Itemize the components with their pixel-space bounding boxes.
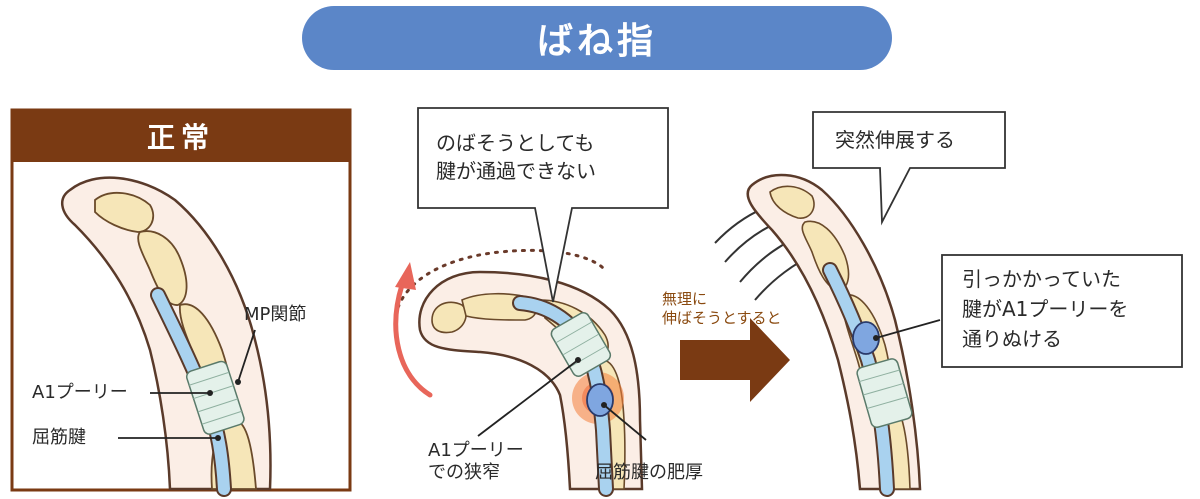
- pass-bubble-line1: 引っかかっていた: [962, 267, 1121, 291]
- a1-narrowing-line1: A1プーリー: [428, 440, 524, 461]
- tendon-thickening-label: 屈筋腱の肥厚: [595, 462, 703, 483]
- progress-arrow: [680, 318, 790, 402]
- released-finger-illustration: [714, 173, 922, 497]
- page-title: ばね指: [536, 21, 657, 62]
- a1-pulley-label: A1プーリー: [32, 382, 128, 403]
- pass-bubble-line3: 通りぬける: [962, 327, 1062, 351]
- pass-through-bubble: [941, 254, 1183, 368]
- a1-narrowing-line2: での狭窄: [428, 462, 500, 483]
- mp-joint-label: MP関節: [244, 304, 307, 325]
- normal-heading-text: 正常: [146, 121, 215, 154]
- title-banner: ばね指: [302, 6, 892, 70]
- stuck-speech-bubble: [417, 107, 669, 303]
- stuck-bubble-line1: のばそうとしても: [436, 131, 595, 155]
- arrow-caption-line2: 伸ばそうとすると: [662, 309, 782, 327]
- normal-finger-illustration: [61, 176, 272, 497]
- flexor-tendon-label: 屈筋腱: [32, 427, 86, 448]
- stuck-bubble-line2: 腱が通過できない: [436, 159, 596, 183]
- normal-panel-heading: 正常: [12, 110, 350, 162]
- arrow-caption-line1: 無理に: [662, 290, 708, 308]
- sudden-extension-bubble: [812, 111, 1006, 226]
- pass-bubble-line2: 腱がA1プーリーを: [962, 297, 1129, 321]
- sudden-extension-text: 突然伸展する: [835, 128, 955, 152]
